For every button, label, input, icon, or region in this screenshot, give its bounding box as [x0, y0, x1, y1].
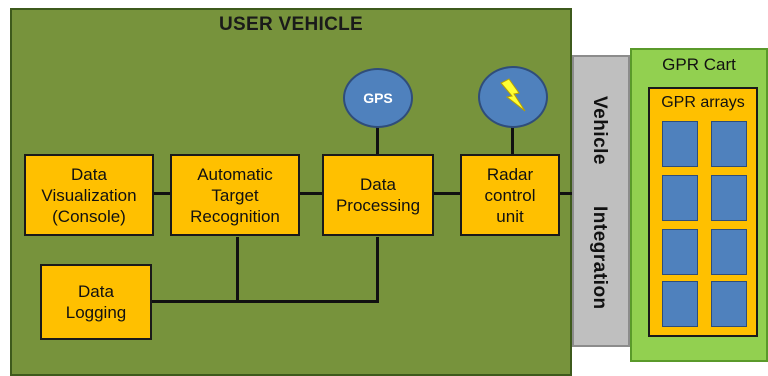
data-logging-box: Data Logging	[40, 264, 152, 340]
connector-viz-atr	[152, 192, 170, 195]
radar-control-unit-label: Radar control unit	[484, 164, 536, 226]
gpr-array-cell	[711, 175, 747, 221]
gpr-array-cell	[662, 175, 698, 221]
gpr-array-cell	[711, 121, 747, 167]
gpr-array-cell	[711, 281, 747, 327]
gpr-array-cell	[711, 229, 747, 275]
radar-control-unit-box: Radar control unit	[460, 154, 560, 236]
automatic-target-recognition-label: Automatic Target Recognition	[190, 164, 280, 226]
data-processing-box: Data Processing	[322, 154, 434, 236]
connector-gps-processing	[376, 126, 379, 156]
gps-circle: GPS	[343, 68, 413, 128]
data-visualization-box: Data Visualization (Console)	[24, 154, 154, 236]
connector-radar-icon	[511, 126, 514, 156]
vehicle-integration-panel	[572, 55, 630, 347]
data-processing-label: Data Processing	[335, 175, 421, 215]
gpr-arrays-label: GPR arrays	[661, 94, 745, 111]
radar-antenna-circle	[478, 66, 548, 128]
user-vehicle-title: USER VEHICLE	[218, 14, 363, 35]
automatic-target-recognition-box: Automatic Target Recognition	[170, 154, 300, 236]
gpr-array-cell	[662, 281, 698, 327]
gpr-cart-title: GPR Cart	[662, 55, 736, 74]
integration-label-integration: Integration	[589, 206, 610, 310]
connector-processing-down	[376, 237, 379, 302]
gps-label: GPS	[363, 90, 393, 106]
connector-atr-down	[236, 237, 239, 302]
lightning-bolt-icon	[500, 78, 526, 112]
gpr-array-cell	[662, 121, 698, 167]
connector-logging-bus	[152, 300, 379, 303]
connector-processing-radar	[434, 192, 460, 195]
gpr-array-cell	[662, 229, 698, 275]
data-visualization-label: Data Visualization (Console)	[41, 164, 137, 226]
integration-label-vehicle: Vehicle	[589, 96, 610, 165]
connector-atr-processing	[298, 192, 323, 195]
data-logging-label: Data Logging	[65, 282, 127, 322]
